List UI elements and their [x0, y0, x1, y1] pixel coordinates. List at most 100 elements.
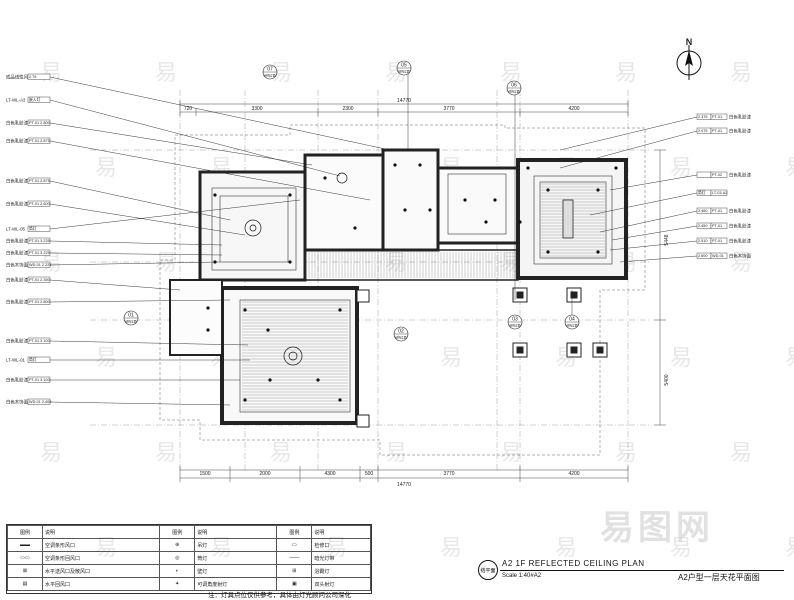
downlight-icon — [418, 163, 422, 167]
annotation-tag: 筒灯 — [698, 190, 706, 195]
access-panel-icon: ▭ — [276, 538, 313, 552]
legend-desc: 双头射灯 — [311, 577, 371, 591]
annotation-label: LT-WL-05 — [6, 227, 26, 232]
section-marker-sub: 结构立面 — [395, 336, 406, 340]
annotation-tag: 2.450 — [698, 224, 708, 228]
downlight-icon — [288, 193, 292, 197]
section-marker-sub: 结构立面 — [566, 324, 577, 328]
annotation-tag-box — [27, 177, 51, 184]
annotation-tag: PT-01 3.225 — [29, 251, 50, 255]
legend-desc: 检修口 — [311, 538, 371, 552]
annotation-tag: 2.375 — [698, 115, 708, 119]
ceiling-panels — [211, 173, 613, 413]
downlight-icon — [596, 188, 600, 192]
leader-line — [49, 299, 231, 303]
dim-bottom-seg: 2000 — [259, 471, 270, 477]
dim-bottom-seg: 4200 — [568, 471, 579, 477]
downlight-icon — [493, 198, 497, 202]
annotation-tag: PT-01 3.225 — [29, 239, 50, 243]
legend-desc: 吊灯 — [194, 538, 278, 552]
downlight-icon — [614, 166, 618, 170]
watermark-glyph: 易 — [385, 441, 407, 466]
annotation-code-box — [710, 189, 728, 196]
light-fixtures — [244, 172, 574, 366]
annotation-code-box — [710, 207, 728, 214]
annotation-tag: 2.460 — [698, 209, 708, 213]
north-label: N — [686, 37, 693, 47]
watermark-glyph: 易 — [155, 441, 177, 466]
annotation-tag: PT-01 2.800 — [29, 300, 50, 304]
watermark-glyph: 易 — [155, 61, 177, 86]
annotation-tag-box — [696, 171, 712, 178]
downlight-icon — [288, 260, 292, 264]
leader-line — [49, 140, 371, 201]
legend-header: 图例 — [159, 525, 196, 539]
downlight-icon — [403, 208, 407, 212]
annotation-code-box — [710, 222, 728, 229]
section-marker-sub: 结构立面 — [125, 320, 136, 324]
leader-line — [49, 401, 231, 406]
annotation-tag-box — [27, 96, 51, 103]
annotation-tag: 2.510 — [698, 239, 708, 243]
walls — [169, 148, 628, 425]
annotation-tag: PT-01 2.600 — [29, 202, 50, 206]
legend-desc: 筒灯 — [194, 551, 278, 565]
dim-right: 5448 — [664, 234, 670, 245]
watermark-glyph: 易 — [500, 61, 522, 86]
downlight-icon — [268, 378, 272, 382]
double-spotlight-icon: ▣ — [276, 577, 313, 591]
leader-line — [609, 174, 698, 191]
watermark-glyph: 易 — [730, 251, 752, 276]
annotation-tag-box — [27, 376, 51, 383]
annotation-code: PT-01 — [712, 115, 722, 119]
legend-desc: 水平回风口 — [41, 577, 161, 591]
annotation-code-box — [710, 171, 728, 178]
dim-bottom-seg: 3770 — [443, 471, 454, 477]
annotation-tag: PT-01 2.875 — [29, 139, 50, 143]
drawing-title-cn: A2户型一层天花平面图 — [678, 573, 760, 582]
return-diffuser-icon: ▭▭ — [7, 551, 43, 565]
top-dimensions — [179, 100, 629, 116]
downlight-icon — [518, 220, 522, 224]
section-marker-sub: 结构立面 — [264, 74, 275, 78]
legend-desc: 水平送风口及散风口 — [41, 564, 161, 578]
annotation-tag: PT-01 3.100 — [29, 339, 50, 343]
annotation-tag-box — [27, 337, 51, 344]
title-underline — [500, 570, 784, 571]
annotation-tag: 2.75 — [29, 75, 36, 79]
annotation-label: 白色木饰面 — [6, 262, 29, 269]
legend-desc: 可调角度射灯 — [194, 577, 278, 591]
annotation-tag: 筒灯 — [29, 357, 37, 362]
leader-line — [49, 340, 249, 346]
annotation-tag-box — [27, 200, 51, 207]
leader-line — [49, 180, 231, 221]
annotation-code-box — [710, 127, 728, 134]
leader-line — [49, 99, 341, 177]
site-logo-watermark: 易图网 — [600, 509, 714, 547]
annotation-label: 白色乳胶漆 — [6, 377, 29, 384]
watermark-glyph: 易 — [730, 441, 752, 466]
annotation-label: 白色木饰面 — [729, 253, 752, 260]
watermark-glyph: 易 — [785, 156, 794, 181]
legend-desc: 浴霸灯 — [311, 564, 371, 578]
corridor-hatch — [305, 252, 517, 278]
annotation-tag: 筒灯 — [29, 226, 37, 231]
section-marker-sub: 结构立面 — [398, 70, 409, 74]
leader-line — [49, 279, 181, 291]
section-marker-sub: 结构立面 — [509, 324, 520, 328]
annotation-label: 白色乳胶漆 — [729, 172, 752, 179]
watermark-glyph: 易 — [95, 156, 117, 181]
downlight-icon — [546, 250, 550, 254]
